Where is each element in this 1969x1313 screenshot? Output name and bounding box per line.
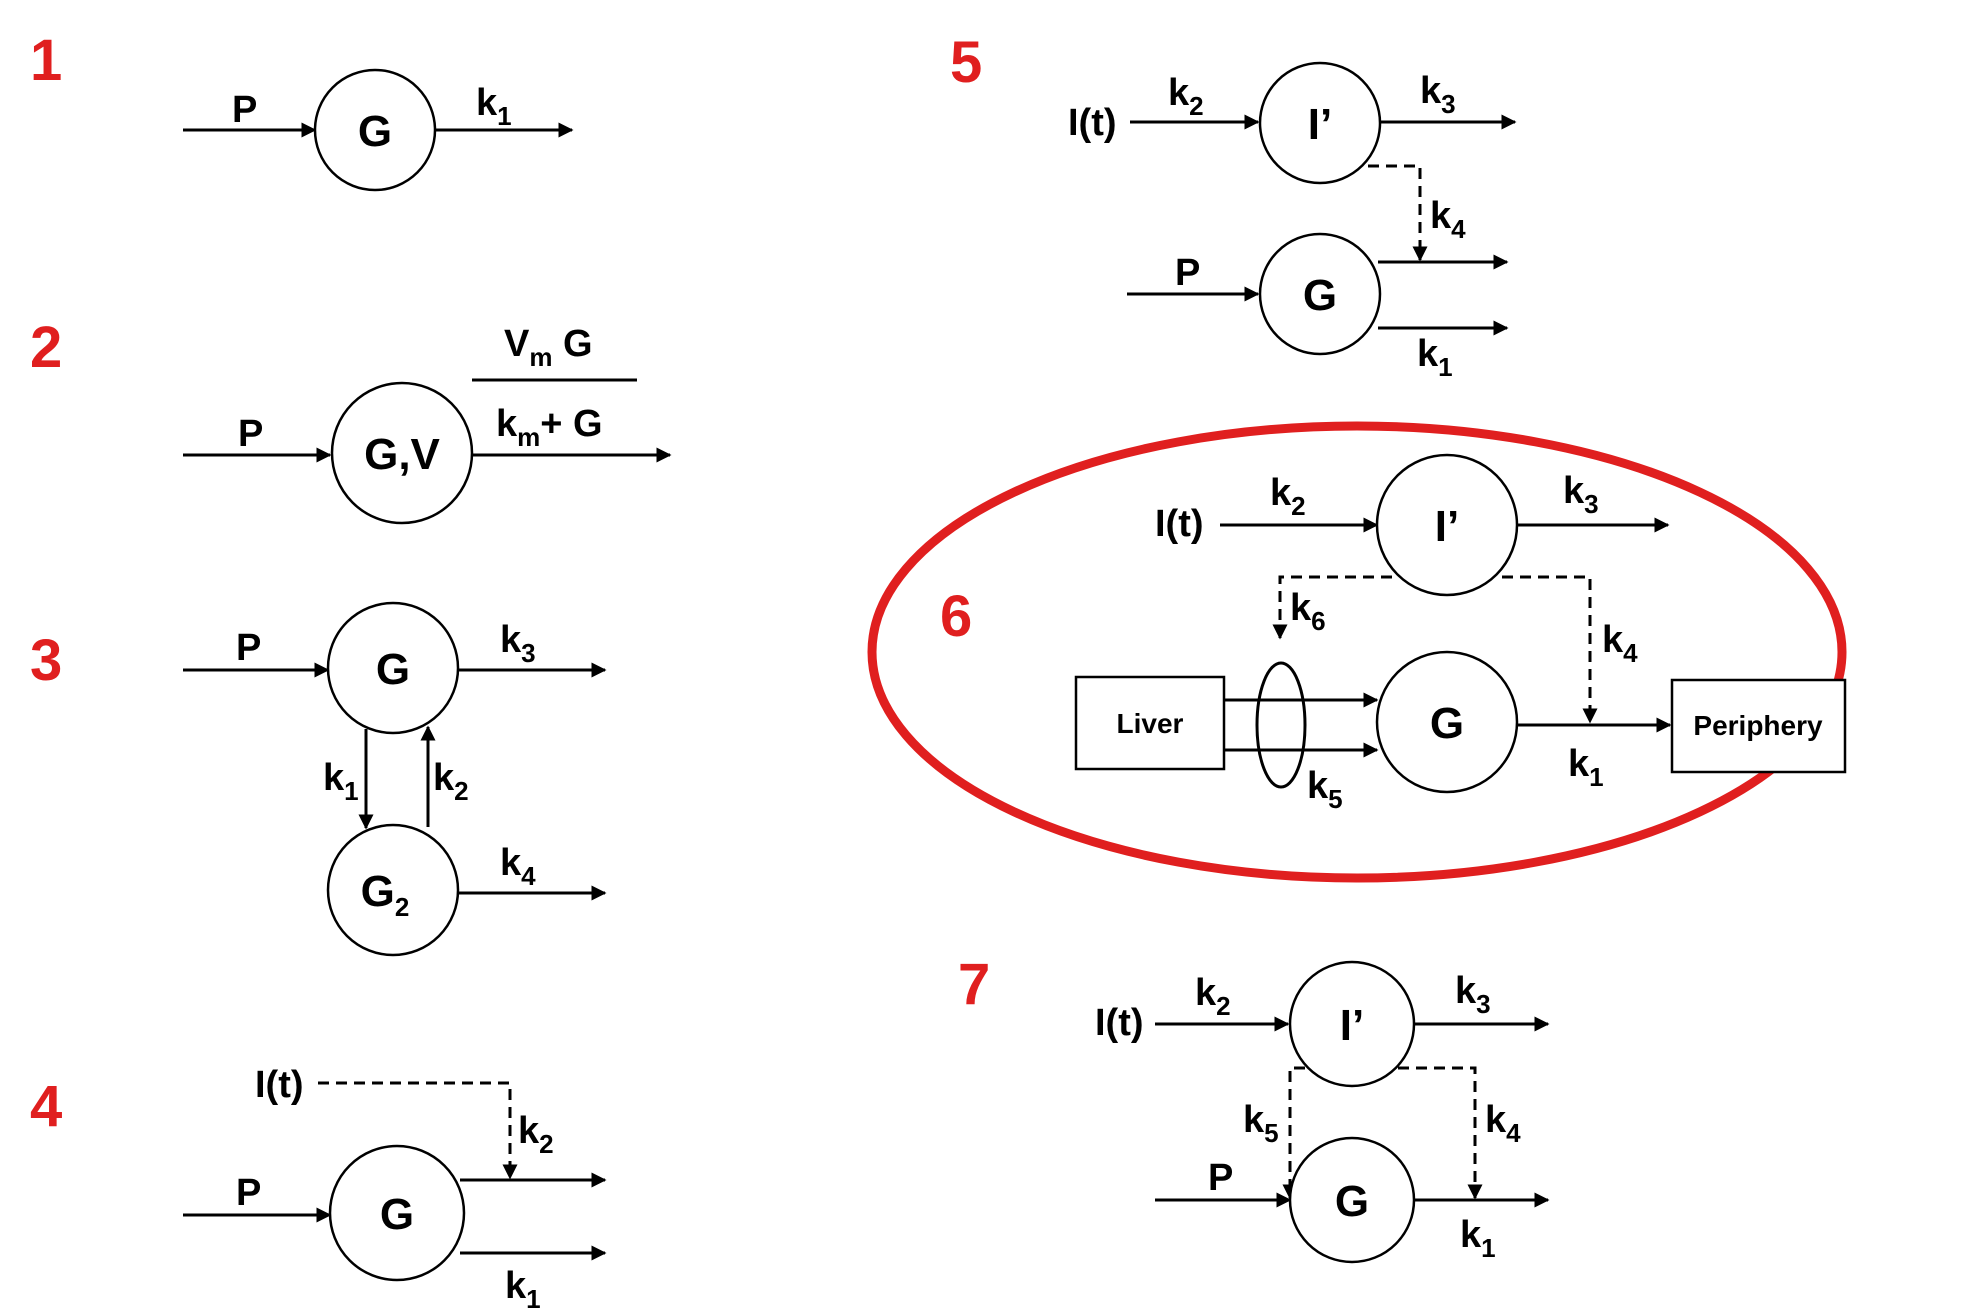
michaelis-menten-denominator: km+ G <box>496 403 603 452</box>
rate-label-k2: k2 <box>1195 972 1231 1021</box>
michaelis-menten-numerator: Vm G <box>504 323 593 372</box>
peripheral-insulin-effect-dashed <box>1398 1066 1483 1200</box>
rate-label-k3: k3 <box>1563 470 1599 519</box>
rate-label-k2: k2 <box>1168 72 1204 121</box>
periphery-label: Periphery <box>1693 710 1823 741</box>
model-7: 7 I(t) k2 I’ k3 k5 k4 P G k1 <box>958 952 1550 1264</box>
model-number-3: 3 <box>30 628 62 693</box>
remote-insulin-node-label: I’ <box>1435 502 1459 551</box>
hepatic-insulin-effect-dashed <box>1272 575 1392 640</box>
model-5: 5 I(t) k2 I’ k3 k4 P G k1 <box>950 30 1517 382</box>
insulin-label: I(t) <box>255 1064 304 1106</box>
rate-label-k2: k2 <box>433 757 469 806</box>
rate-label-k6: k6 <box>1290 587 1326 636</box>
rate-label-k5: k5 <box>1243 1099 1279 1148</box>
glucose-node <box>328 1144 466 1282</box>
rate-label-k1: k1 <box>1568 743 1604 792</box>
glucose-node-label: G <box>380 1190 414 1239</box>
rate-label-k1: k1 <box>476 82 512 131</box>
insulin-effect-dashed <box>318 1081 518 1180</box>
rate-label-k2: k2 <box>1270 472 1306 521</box>
remote-insulin-node-label: I’ <box>1308 100 1332 149</box>
rate-label-k1: k1 <box>505 1265 541 1308</box>
second-glucose-node <box>326 823 460 957</box>
hepatic-regulation-ellipse <box>1255 661 1307 789</box>
input-label: P <box>232 89 257 131</box>
input-label: P <box>236 627 261 669</box>
rate-label-k1: k1 <box>1417 333 1453 382</box>
model-number-7: 7 <box>958 952 990 1017</box>
insulin-label: I(t) <box>1095 1002 1144 1044</box>
glucose-node-label: G <box>376 645 410 694</box>
input-label: P <box>236 1172 261 1214</box>
input-label: P <box>1175 252 1200 294</box>
peripheral-insulin-effect-dashed <box>1502 575 1598 724</box>
liver-box <box>1074 675 1226 771</box>
second-glucose-node-label: G2 <box>361 867 410 922</box>
rate-label-k4: k4 <box>500 842 536 891</box>
glucose-node <box>326 601 460 735</box>
rate-label-k5: k5 <box>1307 765 1343 814</box>
glucose-node-label: G <box>1430 699 1464 748</box>
glucose-node-label: G <box>1303 271 1337 320</box>
rate-label-k1: k1 <box>1460 1214 1496 1263</box>
insulin-label: I(t) <box>1155 503 1204 545</box>
glucose-volume-node <box>330 381 474 525</box>
glucose-volume-node-label: G,V <box>364 430 440 479</box>
model-4: 4 I(t) k2 P G k1 <box>30 1064 607 1313</box>
rate-label-k1: k1 <box>323 757 359 806</box>
model-number-2: 2 <box>30 315 62 380</box>
input-label: P <box>238 413 263 455</box>
model-6: 6 I(t) k2 I’ k3 k6 k4 Liver k5 G k1 Peri… <box>867 421 1847 883</box>
model-number-4: 4 <box>30 1074 62 1139</box>
rate-label-k3: k3 <box>1455 970 1491 1019</box>
model-3: 3 P G k3 k1 k2 G2 k4 <box>30 601 607 957</box>
glucose-node <box>1375 650 1519 794</box>
rate-label-k2: k2 <box>518 1110 554 1159</box>
model-number-6: 6 <box>940 584 972 649</box>
highlight-ellipse <box>867 421 1847 883</box>
model-2: 2 P G,V Vm G km+ G <box>30 315 672 525</box>
insulin-label: I(t) <box>1068 102 1117 144</box>
glucose-node <box>1258 232 1382 356</box>
insulin-effect-dashed <box>1368 164 1428 262</box>
model-1: 1 P G k1 <box>30 28 574 192</box>
model-number-1: 1 <box>30 28 62 93</box>
rate-label-k3: k3 <box>500 619 536 668</box>
hepatic-insulin-effect-dashed <box>1282 1066 1305 1200</box>
glucose-node-label: G <box>1335 1177 1369 1226</box>
liver-label: Liver <box>1117 708 1184 739</box>
rate-label-k4: k4 <box>1485 1099 1521 1148</box>
rate-label-k3: k3 <box>1420 70 1456 119</box>
periphery-box <box>1670 678 1847 774</box>
model-number-5: 5 <box>950 30 982 95</box>
rate-label-k4: k4 <box>1602 619 1638 668</box>
glucose-node-label: G <box>358 107 392 156</box>
input-label: P <box>1208 1157 1233 1199</box>
rate-label-k4: k4 <box>1430 195 1466 244</box>
remote-insulin-node-label: I’ <box>1340 1001 1364 1050</box>
